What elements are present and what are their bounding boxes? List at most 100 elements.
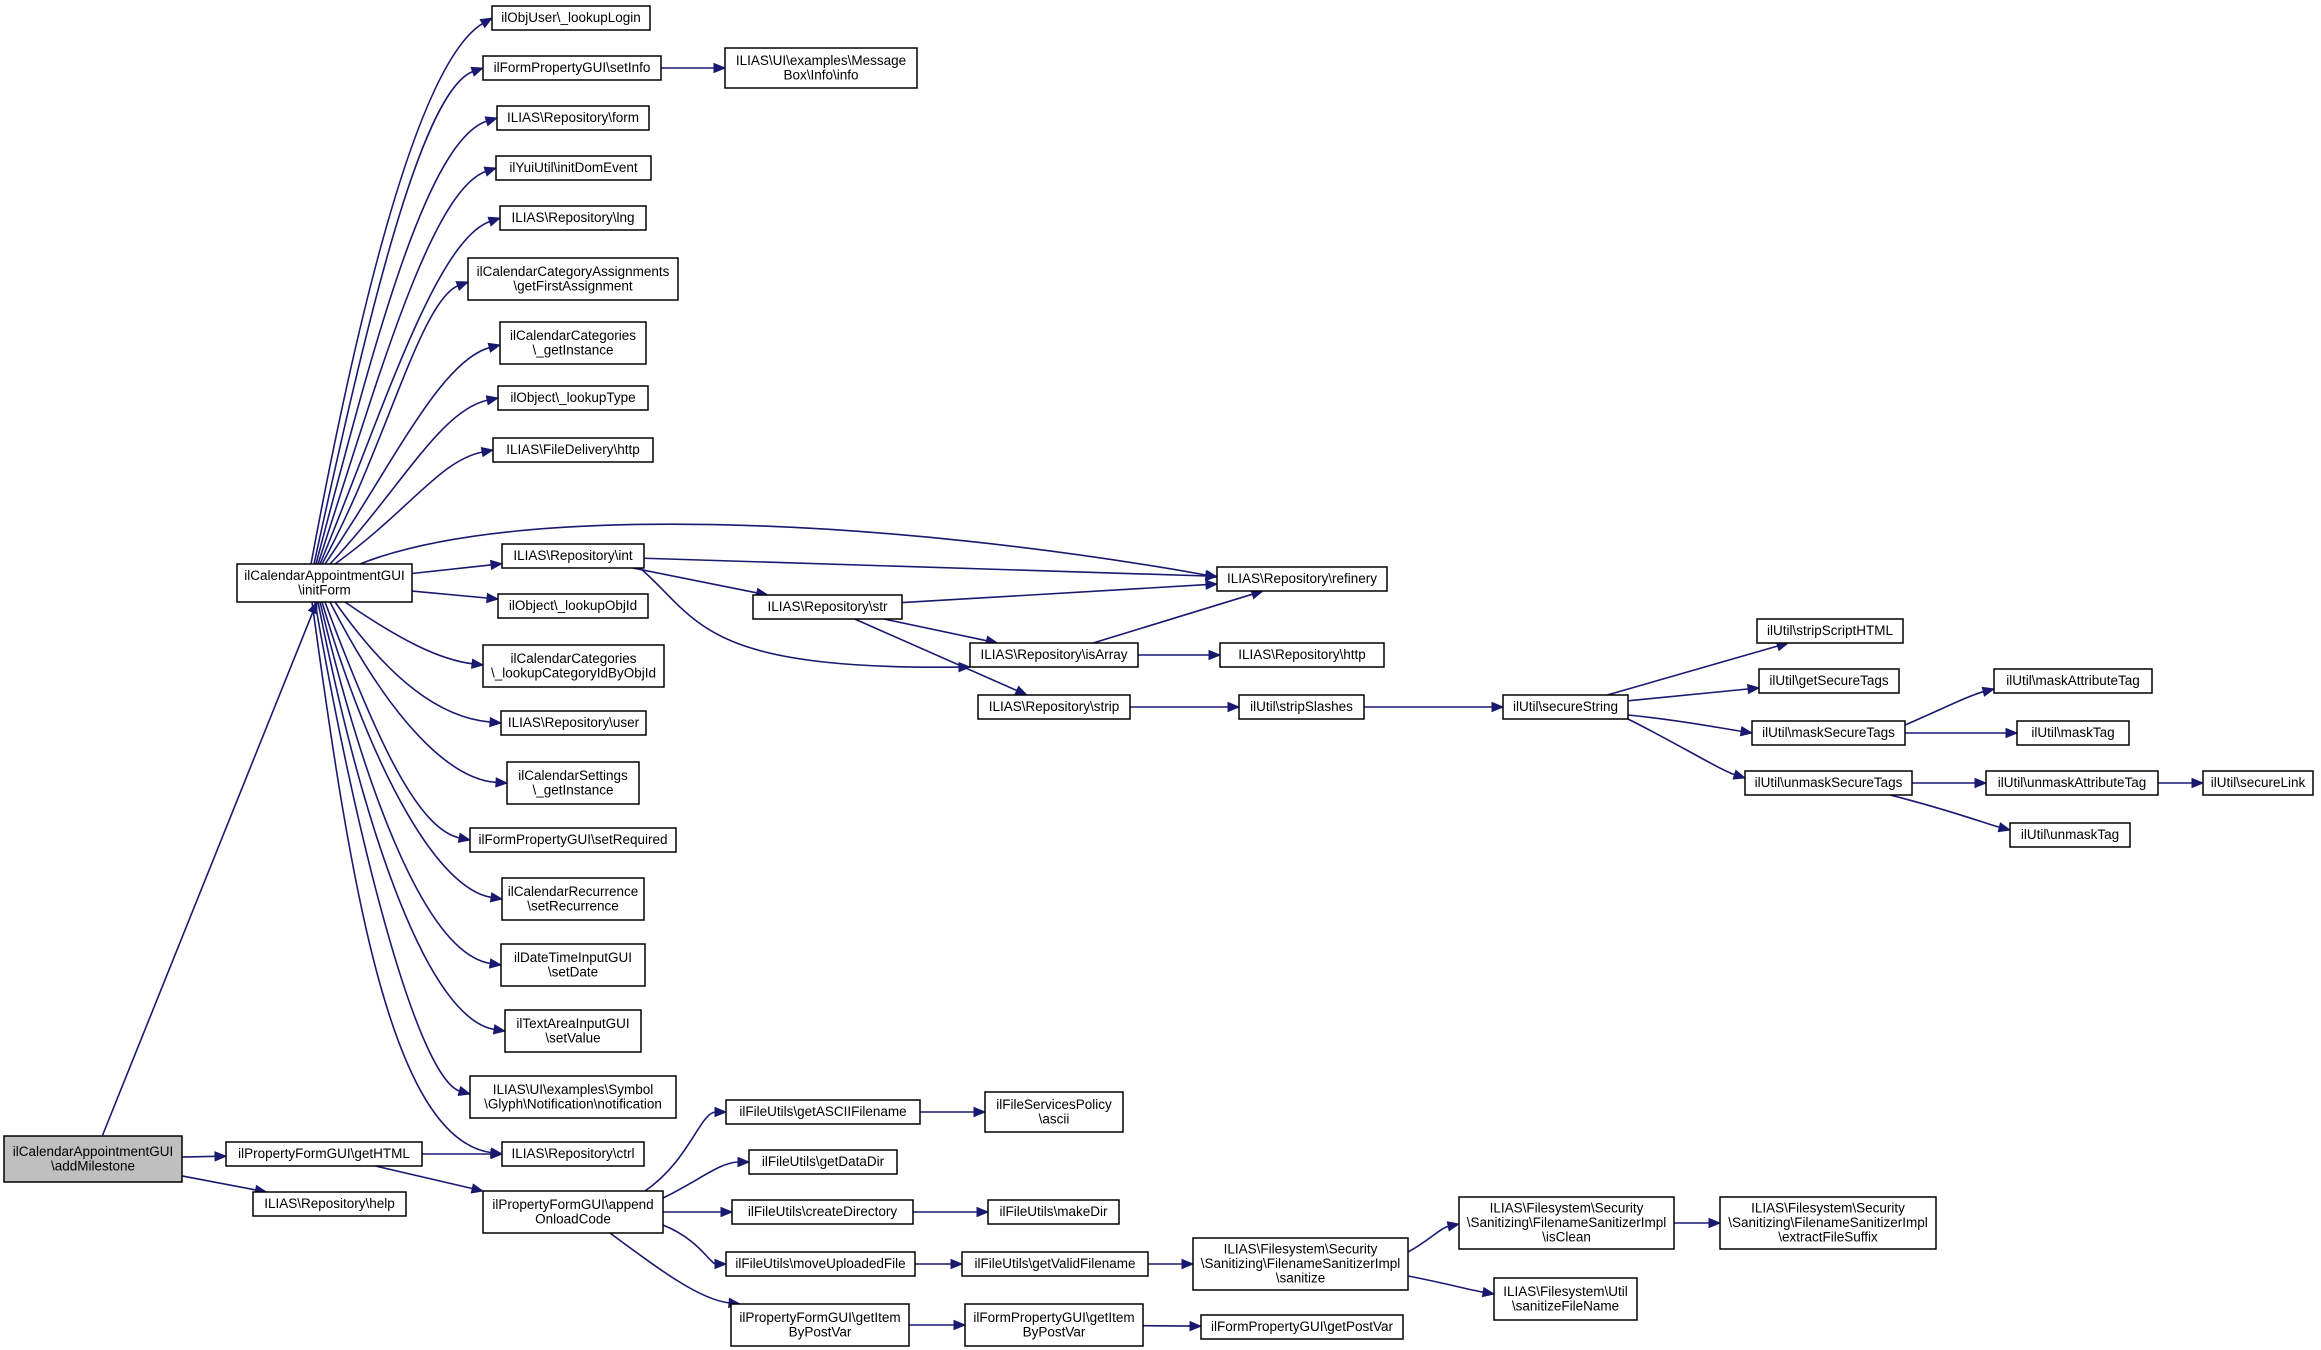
node-label: ilFormPropertyGUI\getItem (973, 1310, 1134, 1325)
node-lng[interactable]: ILIAS\Repository\lng (499, 205, 647, 231)
node-notification[interactable]: ILIAS\UI\examples\Symbol\Glyph\Notificat… (469, 1075, 677, 1119)
node-getValidFilename[interactable]: ilFileUtils\getValidFilename (961, 1251, 1149, 1277)
node-box (725, 1251, 916, 1277)
node-initForm[interactable]: ilCalendarAppointmentGUI\initForm (236, 563, 413, 603)
node-box (987, 1199, 1120, 1225)
node-setInfo[interactable]: ilFormPropertyGUI\setInfo (482, 55, 662, 81)
node-label: \_getInstance (532, 782, 613, 797)
edge-isArray-to-repoHttp (1138, 649, 1222, 661)
node-str[interactable]: ILIAS\Repository\str (752, 594, 903, 620)
node-makeDir[interactable]: ilFileUtils\makeDir (987, 1199, 1120, 1225)
node-secureString[interactable]: ilUtil\secureString (1502, 694, 1629, 720)
node-setValue[interactable]: ilTextAreaInputGUI\setValue (504, 1009, 642, 1053)
node-sanitizeFileName[interactable]: ILIAS\Filesystem\Util\sanitizeFileName (1493, 1277, 1638, 1321)
node-getPostVar[interactable]: ilFormPropertyGUI\getPostVar (1200, 1314, 1404, 1340)
edge-line (334, 601, 492, 723)
edge-secureString-to-getSecureTags (1627, 683, 1761, 702)
node-label: ilObjUser\_lookupLogin (501, 10, 641, 25)
node-strip[interactable]: ILIAS\Repository\strip (977, 694, 1131, 720)
node-box (3, 1135, 183, 1183)
node-user[interactable]: ILIAS\Repository\user (500, 710, 647, 736)
arrowhead-icon (1227, 701, 1241, 713)
node-maskSecureTags[interactable]: ilUtil\maskSecureTags (1751, 720, 1906, 746)
node-box (482, 644, 665, 688)
node-initDomEvent[interactable]: ilYuiUtil\initDomEvent (495, 155, 652, 181)
node-refinery[interactable]: ILIAS\Repository\refinery (1216, 566, 1388, 592)
arrowhead-icon (1205, 570, 1219, 582)
node-label: ilUtil\unmaskSecureTags (1755, 775, 1903, 790)
node-setRecurrence[interactable]: ilCalendarRecurrence\setRecurrence (501, 877, 645, 921)
node-stripSlashes[interactable]: ilUtil\stripSlashes (1238, 694, 1365, 720)
node-label: \extractFileSuffix (1778, 1230, 1878, 1245)
node-settingsGetInstance[interactable]: ilCalendarSettings\_getInstance (506, 761, 640, 805)
node-secureLink[interactable]: ilUtil\secureLink (2202, 770, 2314, 796)
node-maskAttributeTag[interactable]: ilUtil\maskAttributeTag (1993, 668, 2153, 694)
node-getDataDir[interactable]: ilFileUtils\getDataDir (748, 1149, 898, 1175)
node-label: ilFileServicesPolicy (996, 1097, 1112, 1112)
node-getFirstAssignment[interactable]: ilCalendarCategoryAssignments\getFirstAs… (467, 257, 679, 301)
node-stripScriptHTML[interactable]: ilUtil\stripScriptHTML (1756, 618, 1904, 644)
node-box (491, 5, 651, 31)
edge-line (324, 346, 491, 565)
node-isClean[interactable]: ILIAS\Filesystem\Security\Sanitizing\Fil… (1458, 1196, 1675, 1250)
arrowhead-icon (1208, 649, 1222, 661)
node-unmaskAttributeTag[interactable]: ilUtil\unmaskAttributeTag (1985, 770, 2159, 796)
node-getSecureTags[interactable]: ilUtil\getSecureTags (1758, 668, 1900, 694)
node-getHTML[interactable]: ilPropertyFormGUI\getHTML (225, 1141, 423, 1167)
node-box (1200, 1314, 1404, 1340)
node-getASCII[interactable]: ilFileUtils\getASCIIFilename (725, 1099, 921, 1125)
node-label: ilFileUtils\makeDir (999, 1204, 1108, 1219)
node-box (497, 385, 649, 411)
edge-line (1407, 1225, 1450, 1253)
node-ascii[interactable]: ilFileServicesPolicy\ascii (984, 1091, 1124, 1133)
node-root[interactable]: ilCalendarAppointmentGUI\addMilestone (3, 1135, 183, 1183)
node-extractSuffix[interactable]: ILIAS\Filesystem\Security\Sanitizing\Fil… (1719, 1196, 1937, 1250)
node-unmaskTag[interactable]: ilUtil\unmaskTag (2009, 822, 2131, 848)
node-catGetInstance[interactable]: ilCalendarCategories\_getInstance (499, 321, 647, 365)
edge-initForm-to-notification (314, 601, 472, 1096)
node-fdHttp[interactable]: ILIAS\FileDelivery\http (492, 437, 654, 463)
node-box (495, 155, 652, 181)
node-setDate[interactable]: ilDateTimeInputGUI\setDate (500, 943, 646, 987)
node-box (252, 1191, 407, 1217)
node-unmaskSecureTags[interactable]: ilUtil\unmaskSecureTags (1744, 770, 1913, 796)
edge-maskSecureTags-to-maskAttributeTag (1904, 686, 1996, 726)
edge-appendOnload-to-pfGetItem (609, 1232, 742, 1309)
node-label: ilCalendarCategoryAssignments (477, 264, 670, 279)
edge-int-to-str (632, 567, 769, 598)
node-lookupObjId[interactable]: ilObject\_lookupObjId (497, 593, 649, 619)
arrowhead-icon (484, 116, 499, 127)
node-label: \_getInstance (532, 342, 613, 357)
arrowhead-icon (1974, 777, 1988, 789)
node-ctrl[interactable]: ILIAS\Repository\ctrl (501, 1141, 645, 1167)
node-box (724, 47, 918, 89)
node-box (506, 761, 640, 805)
node-sanitize[interactable]: ILIAS\Filesystem\Security\Sanitizing\Fil… (1192, 1237, 1409, 1291)
edge-line (315, 120, 488, 565)
node-maskTag[interactable]: ilUtil\maskTag (2016, 720, 2130, 746)
node-isArray[interactable]: ILIAS\Repository\isArray (969, 642, 1139, 668)
edge-line (1092, 593, 1254, 644)
node-int[interactable]: ILIAS\Repository\int (501, 543, 645, 569)
edge-initForm-to-lookupType (329, 395, 500, 565)
node-help[interactable]: ILIAS\Repository\help (252, 1191, 407, 1217)
node-lookupType[interactable]: ilObject\_lookupType (497, 385, 649, 411)
node-repoHttp[interactable]: ILIAS\Repository\http (1219, 642, 1385, 668)
node-label: ILIAS\Filesystem\Security (1490, 1201, 1644, 1216)
node-box (225, 1141, 423, 1167)
edge-line (1889, 794, 2001, 829)
node-lookupCategoryId[interactable]: ilCalendarCategories\_lookupCategoryIdBy… (482, 644, 665, 688)
node-label: ilTextAreaInputGUI (516, 1016, 629, 1031)
node-createDirectory[interactable]: ilFileUtils\createDirectory (731, 1199, 914, 1225)
edge-line (314, 601, 461, 1093)
edge-line (1607, 644, 1779, 696)
node-box (725, 1099, 921, 1125)
node-moveUploaded[interactable]: ilFileUtils\moveUploadedFile (725, 1251, 916, 1277)
node-setRequired[interactable]: ilFormPropertyGUI\setRequired (469, 827, 677, 853)
node-lookupLogin[interactable]: ilObjUser\_lookupLogin (491, 5, 651, 31)
node-form[interactable]: ILIAS\Repository\form (496, 105, 650, 131)
